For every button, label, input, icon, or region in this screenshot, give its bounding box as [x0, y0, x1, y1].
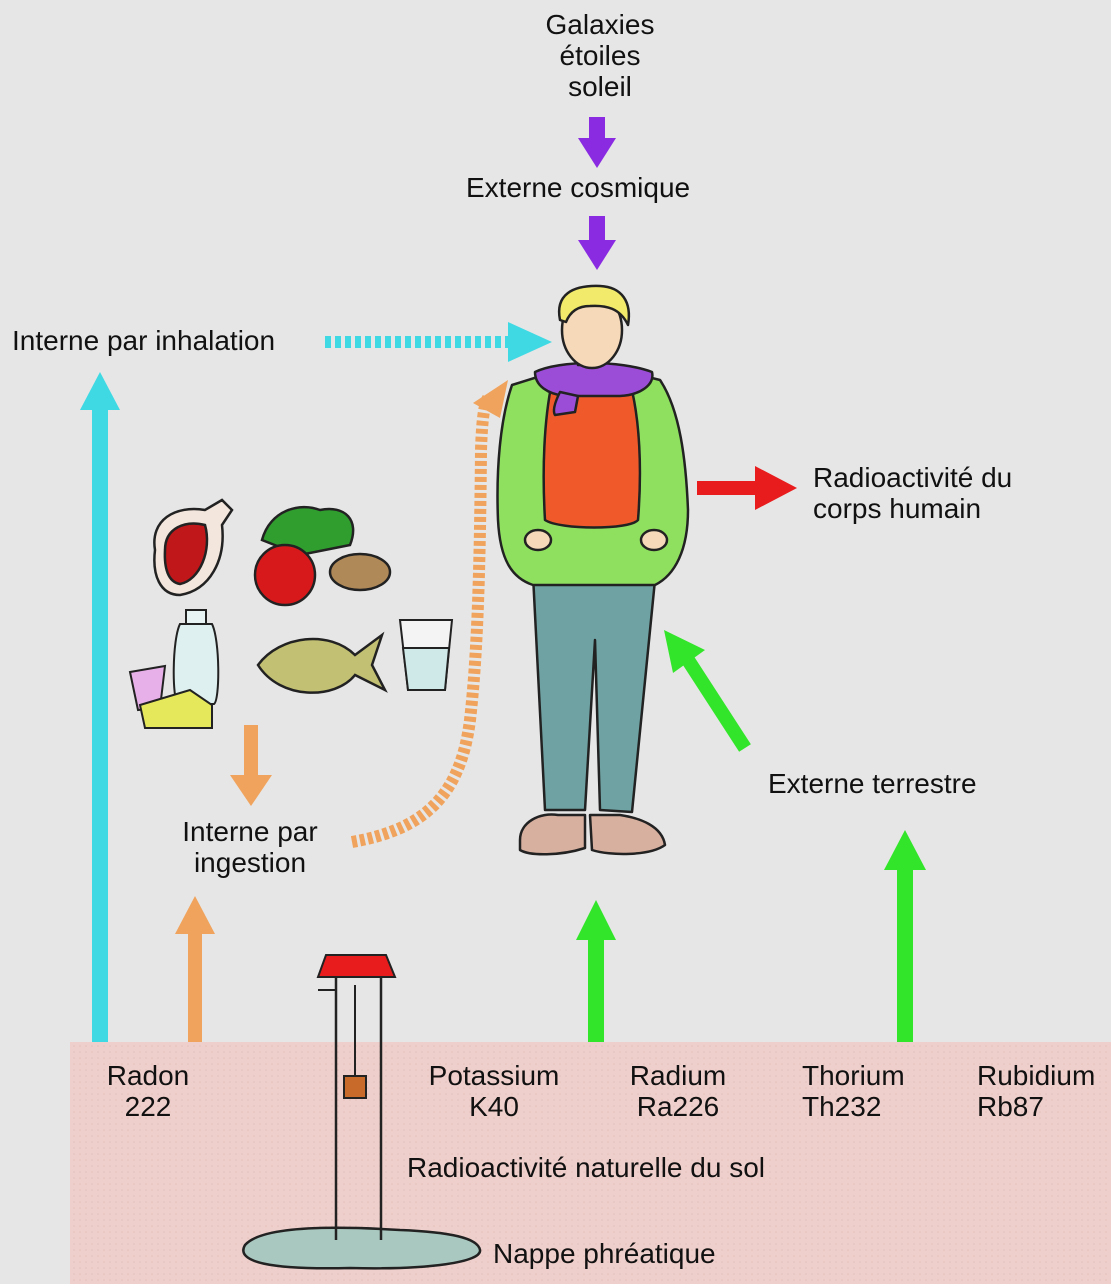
element-rubidium: Rubidium Rb87	[977, 1060, 1095, 1122]
element-radium: Radium Ra226	[608, 1060, 748, 1122]
ingestion-label: Interne par ingestion	[160, 816, 340, 878]
terrestrial-label: Externe terrestre	[768, 768, 977, 799]
soil-to-terrestrial-arrow	[884, 830, 926, 1042]
person-icon	[498, 286, 688, 854]
element-radon: Radon 222	[88, 1060, 208, 1122]
element-potassium: Potassium K40	[414, 1060, 574, 1122]
soil-label: Radioactivité naturelle du sol	[407, 1152, 765, 1183]
cosmic-arrow-bottom	[578, 216, 616, 270]
body-radioactivity-arrow	[697, 466, 797, 510]
water-table-label: Nappe phréatique	[493, 1238, 716, 1269]
element-thorium: Thorium Th232	[802, 1060, 905, 1122]
radon-ingestion-arrow	[175, 896, 215, 1042]
water-bottle-icon	[174, 610, 219, 704]
body-radioactivity-label: Radioactivité du corps humain	[813, 462, 1012, 524]
vegetables-icon	[255, 507, 390, 605]
terrestrial-to-person-arrow	[664, 630, 745, 748]
cosmic-origin-label: Galaxies étoiles soleil	[520, 9, 680, 102]
ingestion-to-person-arrow	[352, 380, 508, 842]
soil-to-person-arrow	[576, 900, 616, 1042]
food-to-ingestion-arrow	[230, 725, 272, 806]
fish-icon	[258, 635, 385, 693]
cosmic-label: Externe cosmique	[466, 172, 690, 203]
meat-icon	[154, 500, 232, 595]
cosmic-arrow-top	[578, 117, 616, 168]
glass-of-water-icon	[400, 620, 452, 690]
inhalation-label: Interne par inhalation	[12, 325, 275, 356]
radon-inhalation-arrow	[80, 372, 120, 1042]
inhalation-to-person-arrow	[325, 322, 552, 362]
